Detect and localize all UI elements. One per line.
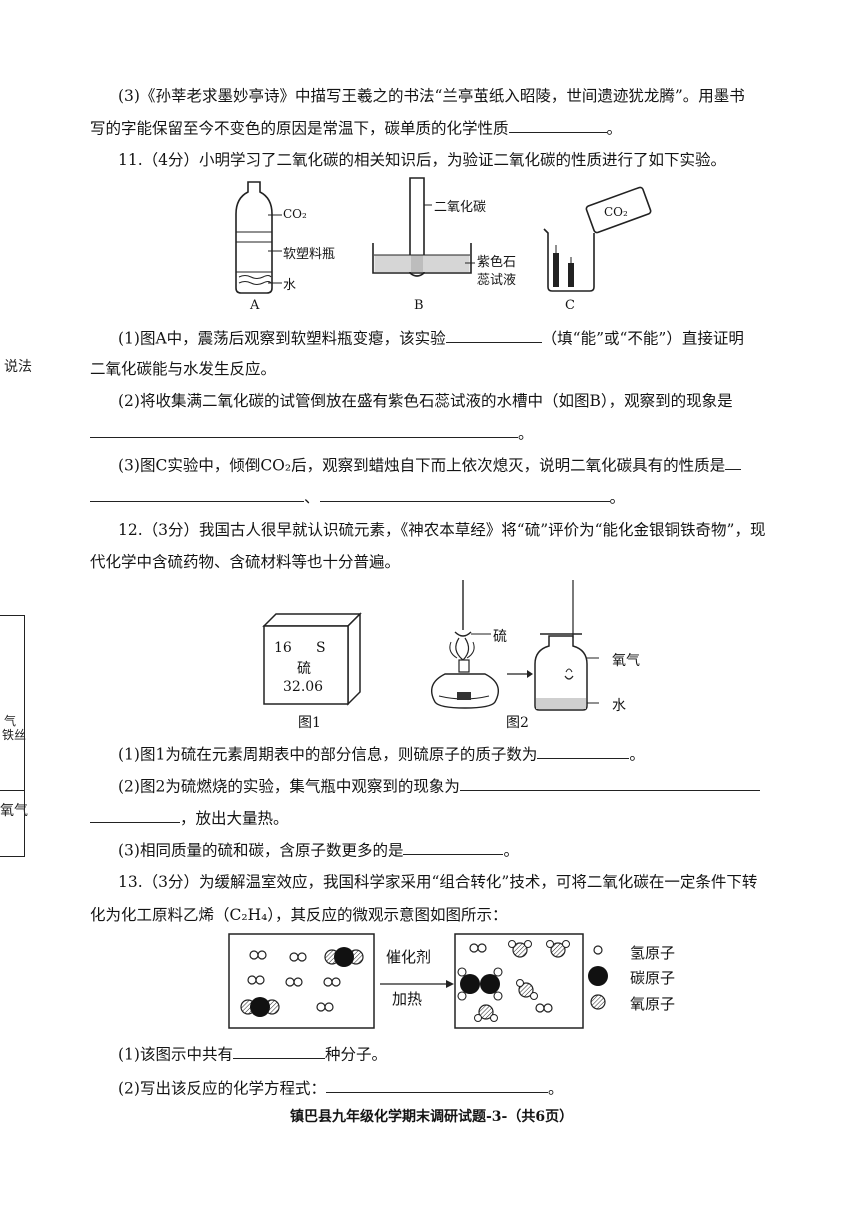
q11-part1-hint: （填“能”或“不能”）直接证明 — [541, 329, 744, 348]
q10-answer-blank[interactable] — [508, 116, 607, 134]
left-edge-box — [0, 615, 25, 857]
q12-fig2-water-label: 水 — [612, 698, 626, 714]
q11-part3-line2: 、。 — [90, 485, 625, 507]
q12-part2-end: ，放出大量热。 — [180, 809, 289, 828]
q11-part3-blank-start[interactable] — [725, 453, 742, 471]
q11-fig-b-litmus-label-2: 蕊试液 — [477, 273, 517, 288]
q12-heading-line1: 12.（3分）我国古人很早就认识硫元素，《神农本草经》将“硫”评价为“能化金银铜… — [118, 521, 766, 539]
q13-legend-hydrogen: 氢原子 — [630, 944, 676, 962]
q12-atomic-number: 16 — [274, 640, 292, 656]
q12-heading-line2: 代化学中含硫药物、含硫材料等也十分普遍。 — [90, 553, 401, 571]
q11-fig-a-label: A — [250, 298, 260, 313]
q11-part2-line1: (2)将收集满二氧化碳的试管倒放在盛有紫色石蕊试液的水槽中（如图B），观察到的现… — [118, 392, 733, 410]
q11-part1-line1: (1)图A中，震荡后观察到软塑料瓶变瘪，该实验 （填“能”或“不能”）直接证明 — [118, 326, 744, 348]
q12-fig2-sulfur-label: 硫 — [493, 629, 507, 645]
q11-part3-text: (3)图C实验中，倾倒CO₂后，观察到蜡烛自下而上依次熄灭，说明二氧化碳具有的性… — [118, 456, 726, 475]
q11-part1-text: (1)图A中，震荡后观察到软塑料瓶变瘪，该实验 — [118, 329, 446, 348]
q12-element-symbol: S — [316, 640, 326, 656]
q10-part3-line1: (3)《孙莘老求墨妙亭诗》中描写王羲之的书法“兰亭茧纸入昭陵，世间遗迹犹龙腾”。… — [118, 87, 745, 105]
left-edge-fragment-c: 铁丝 — [2, 728, 27, 742]
q13-heading-line1: 13.（3分）为缓解温室效应，我国科学家采用“组合转化”技术，可将二氧化碳在一定… — [118, 873, 758, 891]
q10-period: 。 — [606, 119, 623, 138]
q11-part1-line2: 二氧化碳能与水发生反应。 — [90, 360, 277, 378]
q12-part1-blank[interactable] — [537, 742, 630, 760]
q11-figure-a-bottle — [235, 181, 273, 294]
q12-burning-sulfur-apparatus — [431, 580, 599, 711]
left-edge-fragment-a: 说法 — [4, 359, 32, 375]
q10-part3-text: 写的字能保留至今不变色的原因是常温下，碳单质的化学性质 — [90, 119, 509, 138]
q12-element-name: 硫 — [297, 661, 311, 677]
q13-catalyst-label: 催化剂 — [386, 948, 432, 966]
q11-part2-blank[interactable] — [90, 421, 518, 439]
q13-reaction-diagram — [228, 933, 608, 1029]
q12-part3-text: (3)相同质量的硫和碳，含原子数更多的是 — [118, 841, 404, 860]
q11-fig-a-water-label: 水 — [283, 278, 297, 293]
q12-part2-line1: (2)图2为硫燃烧的实验，集气瓶中观察到的现象为 — [118, 774, 760, 796]
q13-heat-label: 加热 — [392, 990, 423, 1008]
q11-fig-a-bottle-label: 软塑料瓶 — [283, 247, 336, 262]
q11-part3-blank-1[interactable] — [90, 485, 304, 503]
page-footer: 镇巴县九年级化学期末调研试题-3-（共6页） — [290, 1109, 574, 1125]
q11-fig-b-litmus-label-1: 紫色石 — [477, 255, 517, 270]
q13-legend-oxygen: 氧原子 — [630, 995, 676, 1013]
q13-part1-text: (1)该图示中共有 — [118, 1045, 233, 1064]
q13-part2-period: 。 — [547, 1079, 564, 1098]
q12-part2-line2: ，放出大量热。 — [90, 806, 289, 828]
q12-atomic-mass: 32.06 — [283, 679, 324, 695]
q12-fig2-caption: 图2 — [506, 715, 529, 731]
q11-fig-b-co2-label: 二氧化碳 — [434, 200, 487, 215]
q13-part1: (1)该图示中共有 种分子。 — [118, 1042, 387, 1064]
q11-part3-period: 。 — [609, 488, 626, 507]
q13-part1-blank[interactable] — [232, 1042, 325, 1060]
q11-part3-line1: (3)图C实验中，倾倒CO₂后，观察到蜡烛自下而上依次熄灭，说明二氧化碳具有的性… — [118, 453, 742, 475]
q11-part2-line2: 。 — [90, 421, 534, 443]
q11-part1-blank[interactable] — [445, 326, 542, 344]
q11-part3-separator: 、 — [304, 488, 320, 507]
q12-part1: (1)图1为硫在元素周期表中的部分信息，则硫原子的质子数为 。 — [118, 742, 645, 764]
left-edge-fragment-d: 氧气 — [0, 803, 28, 819]
left-edge-fragment-b: 气 — [4, 714, 17, 728]
q12-fig2-oxygen-label: 氧气 — [612, 653, 640, 669]
q12-part2-text: (2)图2为硫燃烧的实验，集气瓶中观察到的现象为 — [118, 777, 460, 796]
q11-part2-period: 。 — [518, 424, 534, 443]
q11-heading: 11.（4分）小明学习了二氧化碳的相关知识后，为验证二氧化碳的性质进行了如下实验… — [118, 151, 727, 169]
q11-fig-b-label: B — [414, 298, 424, 313]
left-edge-divider — [0, 790, 24, 791]
q13-legend-carbon: 碳原子 — [630, 969, 676, 987]
q13-heading-line2: 化为化工原料乙烯（C₂H₄），其反应的微观示意图如图所示： — [90, 906, 508, 924]
q12-part1-text: (1)图1为硫在元素周期表中的部分信息，则硫原子的质子数为 — [118, 745, 538, 764]
q13-part2-text: (2)写出该反应的化学方程式： — [118, 1079, 326, 1098]
q11-figure-c-beaker — [543, 186, 652, 292]
q11-fig-a-co2-label: CO₂ — [283, 207, 307, 221]
q13-part2-blank[interactable] — [325, 1076, 548, 1094]
q12-part3: (3)相同质量的硫和碳，含原子数更多的是 。 — [118, 838, 519, 860]
q11-figure-a-leaders — [268, 214, 282, 284]
q10-part3-line2: 写的字能保留至今不变色的原因是常温下，碳单质的化学性质 。 — [90, 116, 622, 138]
q13-part2: (2)写出该反应的化学方程式： 。 — [118, 1076, 563, 1098]
q11-part3-blank-2[interactable] — [319, 485, 610, 503]
q12-fig1-caption: 图1 — [298, 715, 321, 731]
q12-part1-period: 。 — [629, 745, 645, 764]
q11-fig-c-co2-label: CO₂ — [604, 205, 628, 219]
q12-element-cube — [262, 612, 362, 706]
q12-part2-blank-1[interactable] — [459, 774, 760, 792]
q12-part3-blank[interactable] — [403, 838, 504, 856]
q12-part2-blank-2[interactable] — [90, 806, 180, 824]
q11-figure-b-trough — [372, 177, 475, 277]
q11-fig-c-label: C — [565, 298, 575, 313]
q13-part1-end: 种分子。 — [324, 1045, 387, 1064]
q12-part3-period: 。 — [503, 841, 519, 860]
